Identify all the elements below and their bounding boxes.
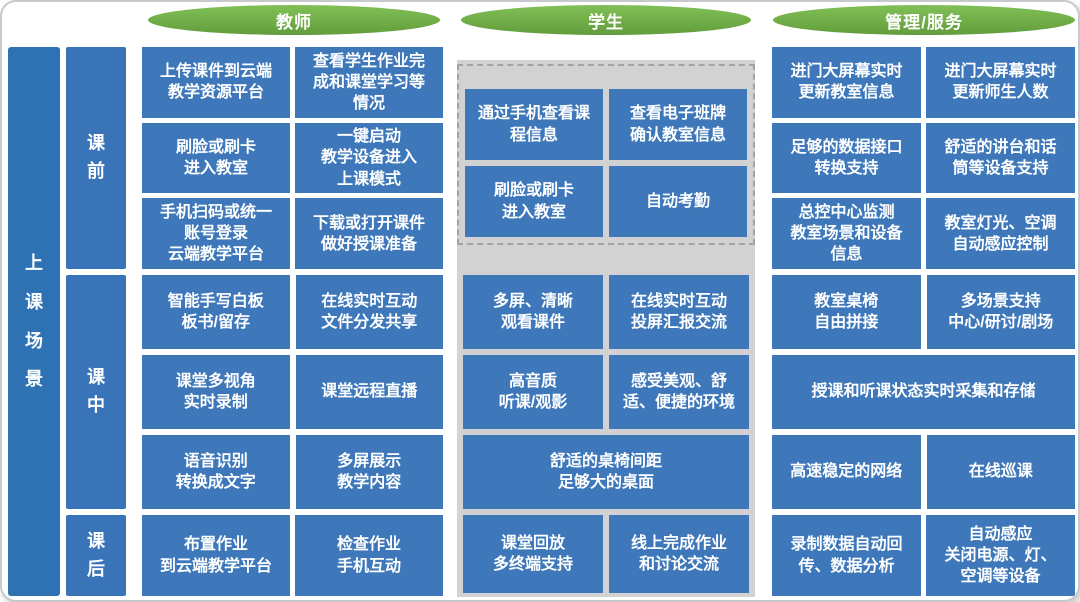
row-label-pre-class: 课 前 <box>66 47 126 269</box>
student-pre-cell-4: 自动考勤 <box>609 166 747 237</box>
teacher-mid-cell-2: 在线实时互动 文件分发共享 <box>295 275 443 349</box>
teacher-pre-cell-5: 手机扫码或统一 账号登录 云端教学平台 <box>142 198 290 269</box>
teacher-post-cell-1: 布置作业 到云端教学平台 <box>142 515 290 596</box>
student-pre-cell-2: 查看电子班牌 确认教室信息 <box>609 89 747 160</box>
student-pre-cell-3: 刷脸或刷卡 进入教室 <box>465 166 603 237</box>
management-pre-cell-3: 足够的数据接口 转换支持 <box>772 122 921 194</box>
column-header-management-label: 管理/服务 <box>885 12 963 32</box>
management-pre-cell-6: 教室灯光、空调 自动感应控制 <box>926 198 1075 269</box>
teacher-mid-cell-4: 课堂远程直播 <box>295 355 443 429</box>
teacher-pre-cell-6: 下载或打开课件 做好授课准备 <box>295 198 443 269</box>
row-label-pre-text: 课 前 <box>87 133 105 181</box>
student-post-cell-1: 课堂回放 多终端支持 <box>463 515 603 593</box>
management-post-cell-2: 自动感应 关闭电源、灯、 空调等设备 <box>926 515 1075 596</box>
column-header-student-label: 学生 <box>588 12 624 32</box>
management-pre-cell-2: 进门大屏幕实时 更新师生人数 <box>926 47 1075 118</box>
management-in-class-section: 教室桌椅 自由拼接 多场景支持 中心/研讨/剧场 授课和听课状态实时采集和存储 … <box>772 275 1075 509</box>
student-mid-cell-wide: 舒适的桌椅间距 足够大的桌面 <box>463 435 749 509</box>
row-label-in-class: 课 中 <box>66 275 126 509</box>
student-mid-cell-4: 感受美观、舒 适、便捷的环境 <box>609 355 749 429</box>
student-pre-class-section: 通过手机查看课 程信息 查看电子班牌 确认教室信息 刷脸或刷卡 进入教室 自动考… <box>457 64 755 245</box>
row-label-mid-text: 课 中 <box>87 367 105 415</box>
teacher-after-class-section: 布置作业 到云端教学平台 检查作业 手机互动 <box>142 515 443 596</box>
row-label-post-text: 课 后 <box>87 530 105 579</box>
teacher-pre-cell-2: 查看学生作业完 成和课堂学习等 情况 <box>295 47 443 118</box>
teacher-mid-cell-5: 语音识别 转换成文字 <box>142 435 290 509</box>
column-header-student: 学生 <box>461 5 751 35</box>
management-pre-cell-4: 舒适的讲台和话 筒等设备支持 <box>926 122 1075 194</box>
teacher-pre-cell-3: 刷脸或刷卡 进入教室 <box>142 122 290 194</box>
teacher-pre-cell-4: 一键启动 教学设备进入 上课模式 <box>295 122 443 194</box>
management-pre-cell-5: 总控中心监测 教室场景和设备 信息 <box>772 198 921 269</box>
management-mid-cell-2: 多场景支持 中心/研讨/剧场 <box>926 275 1075 349</box>
teacher-post-cell-2: 检查作业 手机互动 <box>295 515 443 596</box>
teacher-pre-class-section: 上传课件到云端 教学资源平台 查看学生作业完 成和课堂学习等 情况 刷脸或刷卡 … <box>142 47 443 269</box>
column-header-teacher-label: 教师 <box>276 12 312 32</box>
student-after-class-section: 课堂回放 多终端支持 线上完成作业 和讨论交流 <box>457 515 755 596</box>
scene-title-label: 上 课 场 景 <box>25 253 43 390</box>
student-pre-cell-1: 通过手机查看课 程信息 <box>465 89 603 160</box>
teacher-mid-cell-6: 多屏展示 教学内容 <box>295 435 443 509</box>
student-mid-cell-2: 在线实时互动 投屏汇报交流 <box>609 275 749 349</box>
management-mid-cell-3: 高速稳定的网络 <box>772 435 921 509</box>
teacher-in-class-section: 智能手写白板 板书/留存 在线实时互动 文件分发共享 课堂多视角 实时录制 课堂… <box>142 275 443 509</box>
student-in-class-section: 多屏、清晰 观看课件 在线实时互动 投屏汇报交流 高音质 听课/观影 感受美观、… <box>457 275 755 509</box>
management-after-class-section: 录制数据自动回 传、数据分析 自动感应 关闭电源、灯、 空调等设备 <box>772 515 1075 596</box>
column-header-teacher: 教师 <box>148 5 440 35</box>
management-pre-cell-1: 进门大屏幕实时 更新教室信息 <box>772 47 921 118</box>
scene-title-bar: 上 课 场 景 <box>8 47 60 596</box>
management-mid-cell-1: 教室桌椅 自由拼接 <box>772 275 921 349</box>
student-post-cell-2: 线上完成作业 和讨论交流 <box>609 515 749 593</box>
teacher-mid-cell-1: 智能手写白板 板书/留存 <box>142 275 290 349</box>
management-mid-cell-wide: 授课和听课状态实时采集和存储 <box>772 355 1075 429</box>
student-mid-cell-3: 高音质 听课/观影 <box>463 355 603 429</box>
teacher-pre-cell-1: 上传课件到云端 教学资源平台 <box>142 47 290 118</box>
management-mid-cell-4: 在线巡课 <box>926 435 1075 509</box>
column-header-management: 管理/服务 <box>773 5 1075 35</box>
teacher-mid-cell-3: 课堂多视角 实时录制 <box>142 355 290 429</box>
management-pre-class-section: 进门大屏幕实时 更新教室信息 进门大屏幕实时 更新师生人数 足够的数据接口 转换… <box>772 47 1075 269</box>
student-mid-cell-1: 多屏、清晰 观看课件 <box>463 275 603 349</box>
row-label-after-class: 课 后 <box>66 515 126 596</box>
management-post-cell-1: 录制数据自动回 传、数据分析 <box>772 515 921 596</box>
